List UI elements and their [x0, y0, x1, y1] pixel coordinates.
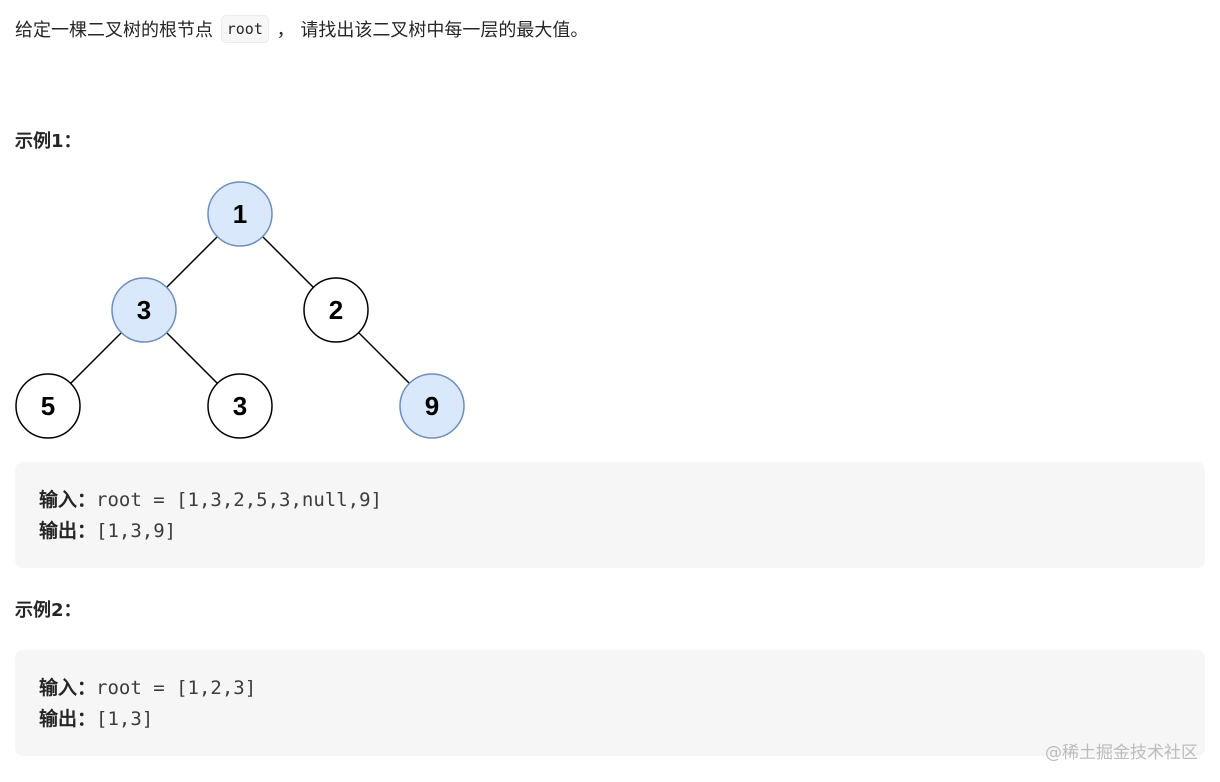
tree-node-value: 5	[41, 391, 55, 421]
tree-node-n2: 2	[303, 277, 369, 343]
example2-code-block: 输入：root = [1,2,3] 输出：[1,3]	[15, 650, 1205, 756]
tree-node-circle	[15, 373, 81, 439]
example1-heading: 示例1：	[15, 131, 82, 152]
input-value: root = [1,2,3]	[96, 677, 257, 699]
example1-output-line: 输出：[1,3,9]	[39, 516, 1205, 547]
output-label: 输出：	[39, 520, 97, 542]
example2-output-line: 输出：[1,3]	[39, 704, 1205, 735]
inline-code-root: root	[220, 15, 269, 43]
tree-node-value: 3	[137, 295, 151, 325]
example2-heading: 示例2：	[15, 600, 82, 621]
problem-description: 给定一棵二叉树的根节点 root ， 请找出该二叉树中每一层的最大值。	[15, 14, 588, 48]
tree-node-n1: 1	[207, 181, 273, 247]
tree-node-n9: 9	[399, 373, 465, 439]
output-value: [1,3,9]	[96, 520, 177, 542]
example1-input-line: 输入：root = [1,3,2,5,3,null,9]	[39, 485, 1205, 516]
input-value: root = [1,3,2,5,3,null,9]	[96, 489, 382, 511]
intro-text-after: ， 请找出该二叉树中每一层的最大值。	[276, 20, 589, 41]
tree-node-circle	[111, 277, 177, 343]
watermark: @稀土掘金技术社区	[1045, 743, 1198, 763]
tree-node-circle	[303, 277, 369, 343]
input-label: 输入：	[39, 677, 97, 699]
example1-code-block: 输入：root = [1,3,2,5,3,null,9] 输出：[1,3,9]	[15, 462, 1205, 568]
input-label: 输入：	[39, 489, 97, 511]
tree-node-n3a: 3	[111, 277, 177, 343]
tree-node-n5: 5	[15, 373, 81, 439]
tree-node-value: 1	[233, 199, 247, 229]
tree-node-value: 3	[233, 391, 247, 421]
example2-input-line: 输入：root = [1,2,3]	[39, 673, 1205, 704]
tree-node-circle	[399, 373, 465, 439]
tree-nodes: 1 3 2 5 3 9	[15, 181, 465, 439]
tree-node-value: 9	[425, 391, 439, 421]
output-label: 输出：	[39, 708, 97, 730]
tree-node-circle	[207, 373, 273, 439]
tree-node-circle	[207, 181, 273, 247]
intro-text-before: 给定一棵二叉树的根节点	[15, 20, 213, 41]
output-value: [1,3]	[96, 708, 154, 730]
tree-node-value: 2	[329, 295, 343, 325]
tree-node-n3b: 3	[207, 373, 273, 439]
binary-tree-diagram: 1 3 2 5 3 9	[15, 181, 465, 439]
